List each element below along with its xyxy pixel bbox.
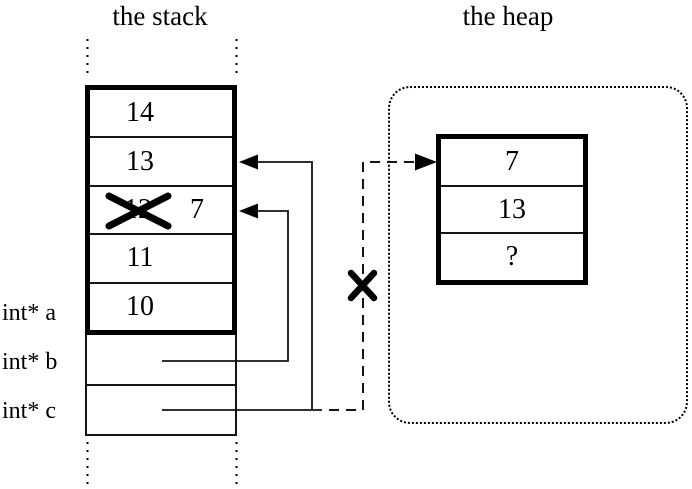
deleted-cross-icon	[347, 269, 378, 302]
stack-cell: 13	[90, 136, 232, 184]
stack-cell-new-value: 7	[190, 194, 204, 226]
stack-cell-value: 13	[126, 145, 154, 177]
stack-title: the stack	[112, 1, 208, 31]
arrowhead-left-c-icon	[239, 154, 258, 170]
stack-cell-value: 14	[126, 97, 154, 129]
stack-cell: 11	[90, 233, 232, 281]
stack-cell-old-value: 12	[124, 194, 152, 226]
stack-cell: 14	[90, 90, 232, 136]
pointer-var-label-b: int* b	[2, 349, 58, 375]
cell-divider	[87, 384, 235, 386]
heap-cell: ?	[441, 232, 583, 280]
pointer-variable-cells	[85, 335, 237, 436]
stack-cell-overwritten: 12 7	[90, 184, 232, 233]
stack-cell-value: 10	[126, 290, 154, 322]
heap-cell: 7	[505, 145, 519, 177]
heap-title: the heap	[462, 1, 554, 31]
stack-cell-value: 11	[126, 242, 154, 274]
heap-cell: 13	[441, 184, 583, 233]
pointer-var-label-a: int* a	[2, 300, 56, 326]
arrowhead-left-b-icon	[239, 203, 258, 219]
stack-frame-box: 14 13 12 7 11 10	[85, 85, 237, 335]
pointer-var-label-c: int* c	[2, 398, 56, 424]
heap-block-box: 7 13 ?	[436, 134, 588, 285]
stack-cell: 10	[90, 281, 232, 330]
